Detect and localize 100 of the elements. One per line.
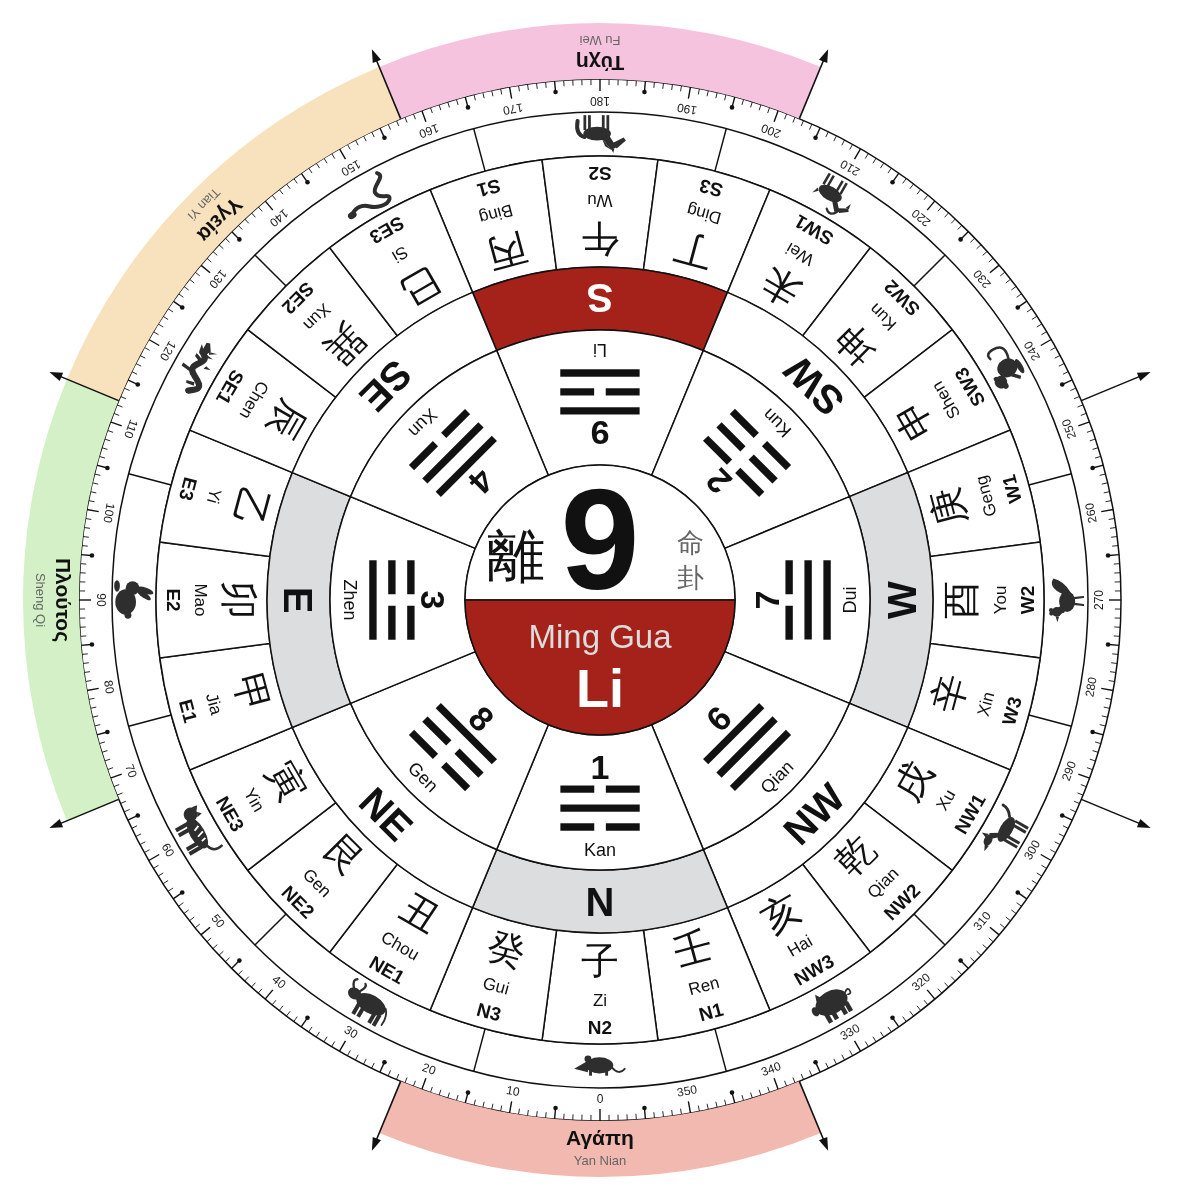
trigram-name: Dui	[841, 586, 859, 614]
trigram-name: Li	[593, 341, 607, 359]
degree-number: 300	[1021, 837, 1043, 862]
degree-number: 130	[206, 267, 229, 291]
pinyin-label: Wei	[783, 238, 817, 269]
direction-code: S2	[588, 163, 612, 183]
degree-number: 310	[971, 909, 994, 933]
chinese-character: 丁	[670, 228, 717, 275]
degree-number: 200	[759, 122, 783, 141]
degree-number: 170	[502, 100, 525, 117]
arc-band	[378, 1080, 822, 1178]
chinese-character: 癸	[483, 925, 530, 972]
degree-number: 20	[421, 1061, 438, 1077]
pinyin-label: Jia	[202, 690, 225, 717]
degree-number: 70	[123, 762, 139, 779]
chinese-character: 酉	[942, 581, 980, 619]
degree-number: 110	[122, 418, 140, 441]
degree-number: 30	[341, 1023, 360, 1041]
degree-number: 260	[1083, 502, 1100, 525]
ming-gua-label: Ming Gua	[528, 619, 672, 653]
pinyin-label: Wu	[587, 191, 613, 209]
greek-label: Πλούτος	[52, 557, 74, 643]
degree-number: 280	[1083, 675, 1100, 698]
direction-code: W1	[999, 473, 1026, 506]
pinyin-label: Xu	[933, 786, 959, 814]
chinese-character: 壬	[670, 925, 717, 972]
direction-letter: W	[886, 581, 918, 619]
trigram-symbol: ☳	[366, 552, 414, 648]
degree-number: 190	[675, 100, 698, 117]
degree-number: 270	[1093, 590, 1105, 610]
degree-number: 10	[505, 1084, 521, 1099]
degree-number: 50	[208, 911, 227, 930]
chinese-character: 申	[886, 393, 939, 446]
degree-number: 120	[157, 338, 179, 363]
pinyin-label: Fu Wei	[579, 33, 621, 47]
vertical-chinese-text: 命卦	[676, 525, 704, 595]
degree-number: 0	[596, 1093, 604, 1105]
trigram-symbol: ☱	[786, 552, 834, 648]
trigram-name: Kan	[584, 841, 616, 859]
degree-number: 350	[675, 1083, 698, 1100]
greek-label: Τύχη	[575, 52, 625, 74]
pinyin-label: Xin	[974, 689, 998, 718]
direction-letter: E	[282, 586, 314, 614]
pinyin-label: Gui	[481, 974, 512, 998]
ring-sector	[155, 541, 271, 659]
trigram-number: 9	[590, 418, 610, 446]
direction-code: E2	[163, 588, 183, 612]
trigram-name: Zhen	[341, 579, 359, 621]
chinese-character: 子	[581, 942, 619, 980]
direction-code: W3	[999, 694, 1026, 727]
trigram-symbol: ☲	[552, 366, 648, 414]
degree-number: 340	[759, 1059, 783, 1078]
chinese-character: 離	[487, 527, 545, 585]
chinese-character: 丙	[483, 228, 530, 275]
degree-number: 140	[267, 206, 291, 229]
degree-number: 240	[1021, 338, 1043, 363]
degree-number: 80	[101, 679, 116, 695]
pinyin-label: You	[991, 585, 1009, 615]
degree-number: 100	[100, 502, 117, 525]
degree-number: 250	[1059, 417, 1078, 441]
pinyin-label: Ding	[684, 200, 723, 227]
degree-number: 90	[95, 593, 107, 607]
pinyin-label: Ren	[686, 974, 721, 999]
chinese-character: 庚	[925, 483, 972, 530]
degree-number: 290	[1059, 759, 1078, 783]
gua-number: 9	[560, 483, 640, 597]
trigram-number: 1	[590, 754, 610, 782]
trigram-number: 3	[418, 590, 446, 610]
direction-code: E1	[175, 696, 200, 725]
degree-number: 160	[417, 122, 441, 141]
pinyin-label: Yan Nian	[573, 1153, 627, 1167]
direction-code: W2	[1017, 585, 1037, 615]
trigram-symbol: ☵	[552, 786, 648, 834]
pinyin-label: Zi	[592, 991, 608, 1009]
degree-number: 210	[837, 157, 862, 179]
degree-number: 230	[971, 267, 994, 291]
chinese-character: 卯	[220, 581, 258, 619]
pinyin-label: Mao	[191, 583, 209, 617]
direction-code: N1	[696, 1000, 725, 1025]
arc-band	[22, 378, 120, 822]
direction-letter: S	[586, 282, 614, 314]
pinyin-label: Sheng Qi	[33, 572, 47, 628]
ring-sector	[541, 929, 659, 1045]
pinyin-label: Yi	[203, 487, 224, 506]
pinyin-label: Geng	[972, 474, 1000, 519]
degree-number: 180	[590, 95, 610, 107]
trigram-number: 7	[754, 590, 782, 610]
degree-number: 150	[338, 157, 363, 179]
direction-code: N2	[587, 1017, 613, 1037]
direction-code: E3	[175, 475, 200, 504]
direction-letter: N	[585, 886, 615, 918]
degree-number: 330	[837, 1021, 862, 1043]
direction-code: S1	[475, 175, 504, 200]
greek-label: Αγάπη	[566, 1126, 634, 1148]
chinese-character: 辛	[925, 670, 972, 717]
gua-name: Li	[576, 667, 624, 711]
degree-number: 60	[159, 840, 177, 859]
direction-code: N3	[475, 1000, 504, 1025]
degree-number: 320	[909, 971, 933, 994]
arc-band	[378, 22, 822, 120]
